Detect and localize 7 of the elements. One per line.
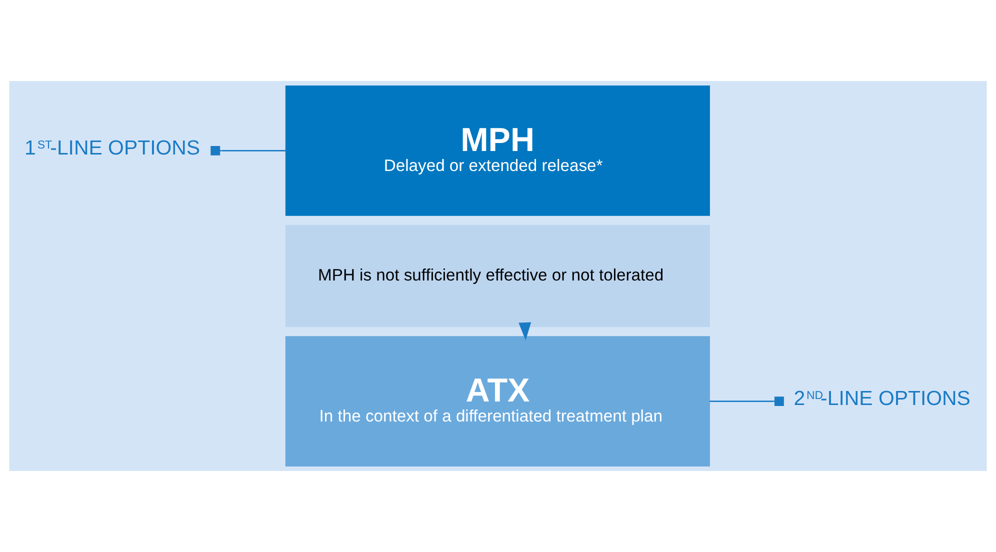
node-text: 1$^{ST}$-LINE OPTIONS [24,136,200,160]
arrow [518,322,532,340]
connector [210,146,286,156]
node-box: ATX In the context of a differentiated treatment plan [285,336,710,467]
node-box: MPH Delayed or extended release* [285,85,710,216]
node-text: 2$^{ND}$-LINE OPTIONS [794,386,970,410]
connector [710,396,784,406]
